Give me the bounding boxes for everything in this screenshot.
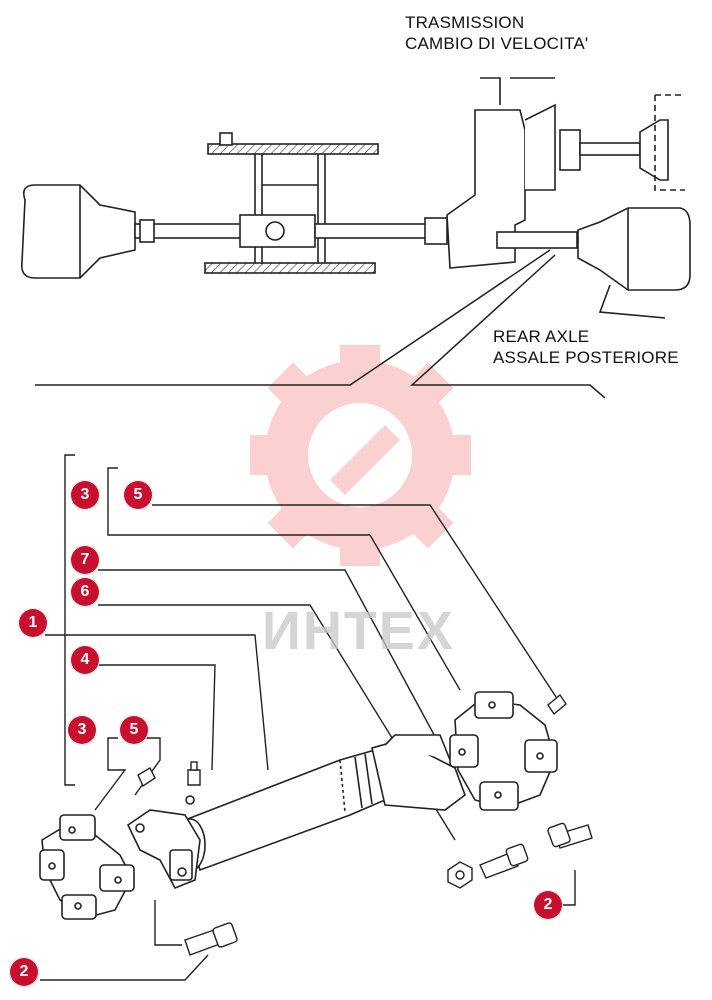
callout-5-upper[interactable]: 5 [123,480,153,510]
callout-2-right[interactable]: 2 [533,890,563,920]
zoom-leaders [35,249,606,399]
rear-shaft [496,231,578,249]
rear-axle-label-en: REAR AXLE [493,327,590,346]
frame-rail-top [207,143,379,155]
callout-2-left[interactable]: 2 [9,957,39,987]
watermark-text: ИНТЕХ [262,601,455,661]
rear-axle-housing [577,207,691,291]
right-cross-journal [449,691,558,811]
callout-1[interactable]: 1 [18,608,48,638]
rear-axle-caption: REAR AXLE ASSALE POSTERIORE [493,326,679,368]
callout-3-lower[interactable]: 3 [67,715,97,745]
callout-4[interactable]: 4 [70,645,100,675]
fasteners [184,822,593,956]
propeller-shaft [174,734,466,872]
callout-5-lower[interactable]: 5 [119,715,149,745]
callout-6[interactable]: 6 [70,577,100,607]
grease-nipples [137,693,567,788]
transmission-label-it: CAMBIO DI VELOCITA' [405,34,589,53]
transmission-label-en: TRASMISSION [405,13,525,32]
front-axle-housing [20,184,136,279]
left-flange-yoke [126,809,201,890]
callout-7[interactable]: 7 [70,545,100,575]
rear-axle-label-it: ASSALE POSTERIORE [493,348,679,367]
callout-3-upper[interactable]: 3 [70,480,100,510]
tractor-overview [20,77,691,319]
left-cross-journal [39,814,135,920]
mid-shaft [314,223,436,239]
transmission-caption: TRASMISSION CAMBIO DI VELOCITA' [405,12,588,54]
frame-rail-bottom [204,262,376,274]
